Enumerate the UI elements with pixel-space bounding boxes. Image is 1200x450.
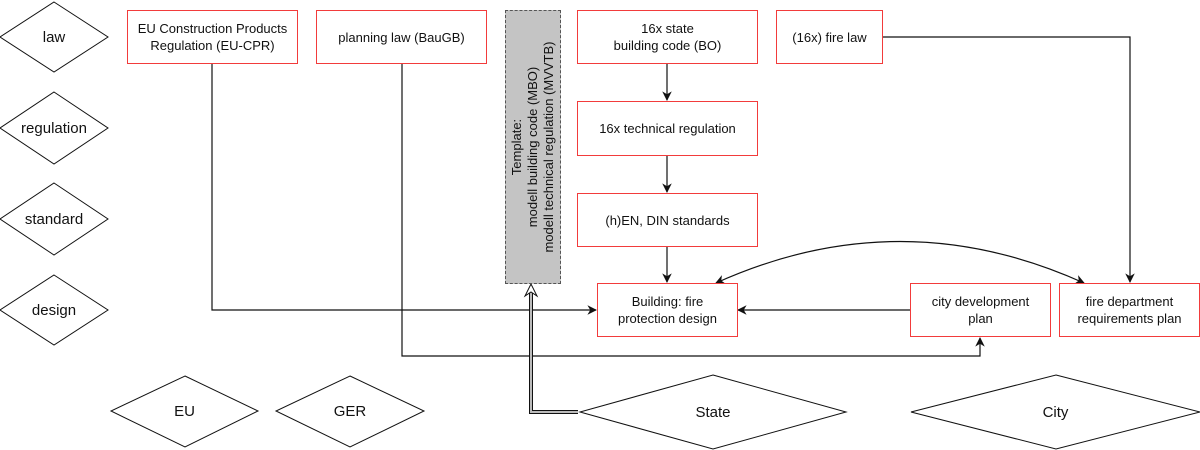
- node-planning-law: planning law (BauGB): [316, 10, 487, 64]
- jurisdiction-label-city: City: [1042, 403, 1069, 421]
- node-fire-law: (16x) fire law: [776, 10, 883, 64]
- jurisdiction-diamond-state: [578, 374, 848, 450]
- level-diamond-design: [0, 274, 109, 346]
- edge-building-design-fire-department-curve: [715, 240, 1085, 284]
- jurisdiction-label-ger: GER: [333, 403, 367, 420]
- level-label-regulation: regulation: [21, 119, 87, 137]
- jurisdiction-diamond-city: [910, 374, 1200, 450]
- template-hollow-arrowhead: [523, 282, 539, 298]
- level-diamond-regulation: [0, 91, 109, 165]
- jurisdiction-diamond-eu: [109, 375, 260, 448]
- edge-fire-law-to-fire-department-plan: [882, 36, 1135, 283]
- node-technical-regulation: 16x technical regulation: [577, 101, 758, 156]
- node-standards: (h)EN, DIN standards: [577, 193, 758, 247]
- node-city-development-plan: city development plan: [910, 283, 1051, 337]
- level-label-standard: standard: [24, 210, 84, 228]
- node-building-design: Building: fire protection design: [597, 283, 738, 337]
- level-diamond-standard: [0, 182, 109, 256]
- node-state-building-code: 16x state building code (BO): [577, 10, 758, 64]
- edge-state-to-template-outer: [529, 290, 578, 414]
- template-box: Template: modell building code (MBO) mod…: [505, 10, 561, 284]
- edge-eu-cpr-to-building-design: [211, 63, 597, 315]
- edge-planning-law-to-city-plan: [401, 63, 985, 357]
- level-diamond-law: [0, 1, 109, 73]
- level-label-law: law: [42, 28, 66, 46]
- template-text: Template: modell building code (MBO) mod…: [509, 41, 556, 253]
- jurisdiction-label-eu: EU: [174, 403, 195, 420]
- jurisdiction-diamond-ger: [274, 375, 426, 448]
- jurisdiction-label-state: State: [695, 403, 731, 421]
- edge-state-to-template-inner: [530, 290, 578, 413]
- level-label-design: design: [31, 301, 77, 319]
- node-fire-department-plan: fire department requirements plan: [1059, 283, 1200, 337]
- node-eu-cpr: EU Construction Products Regulation (EU-…: [127, 10, 298, 64]
